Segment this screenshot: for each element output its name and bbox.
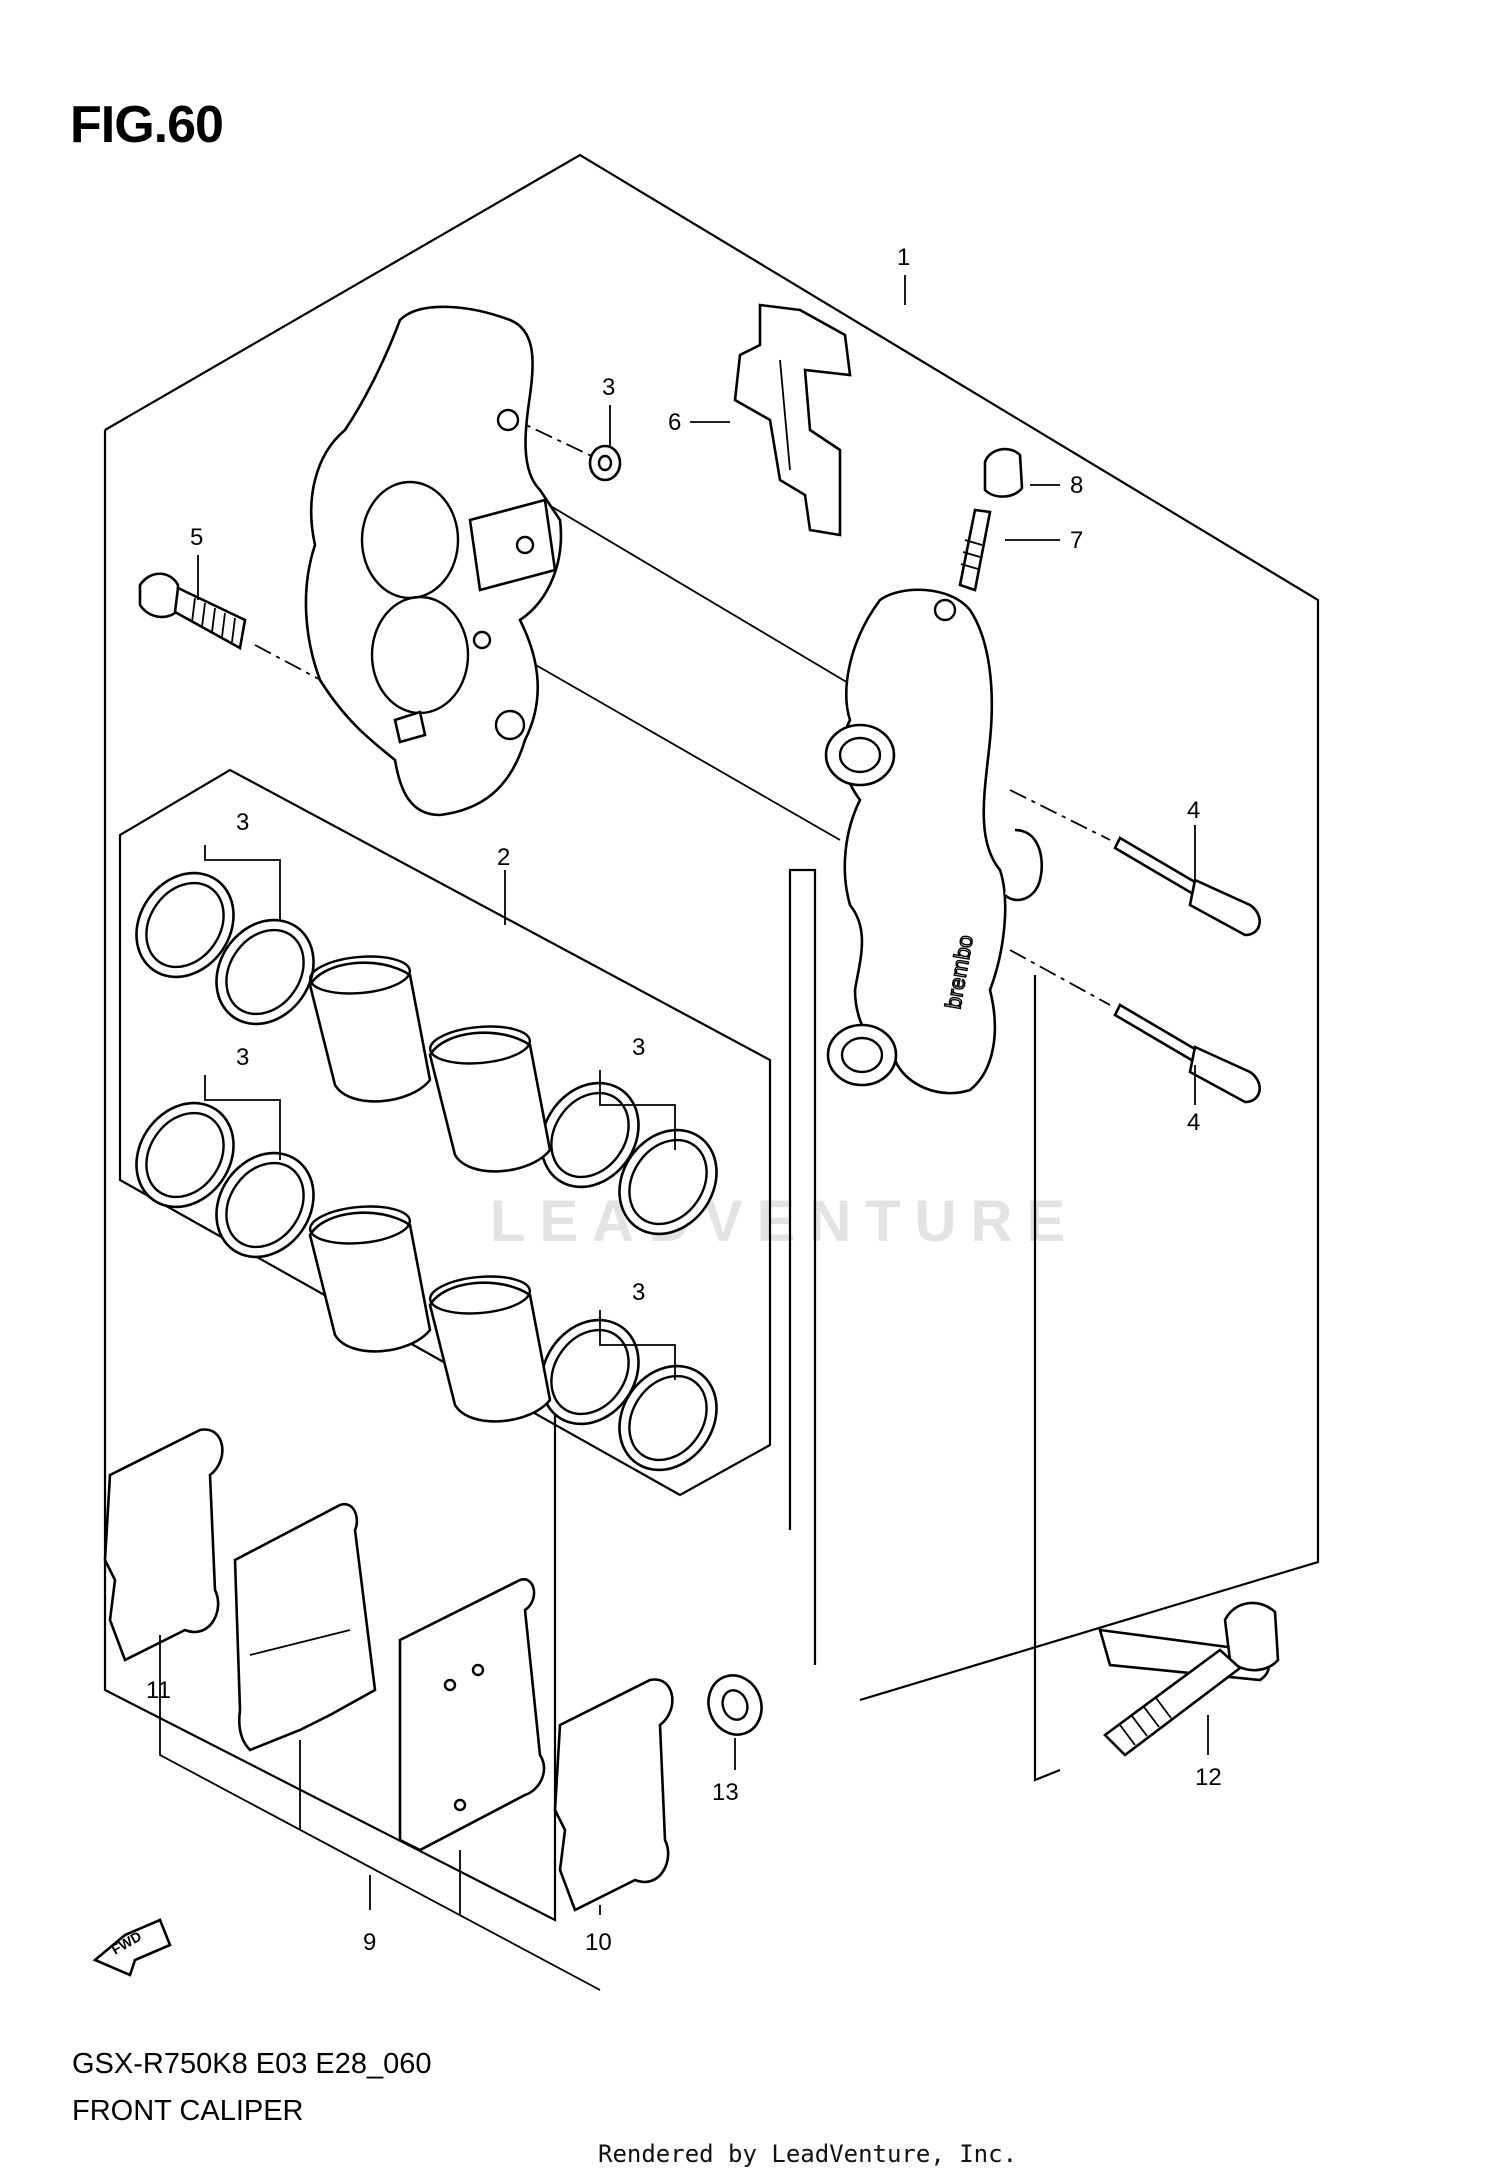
pad-shim-11 (103, 1428, 224, 1662)
part-name: FRONT CALIPER (72, 2095, 304, 2127)
callout-4b: 4 (1187, 1109, 1200, 1136)
render-credit-footer: Rendered by LeadVenture, Inc. (598, 2140, 1018, 2168)
callout-3b: 3 (602, 374, 615, 401)
callout-3a: 3 (236, 809, 249, 836)
caliper-half-right: brembo (824, 588, 1044, 1095)
assembly-boundary-right (104, 153, 1320, 1702)
pad-pin-upper (1113, 836, 1261, 937)
brake-pad-front (233, 1502, 377, 1752)
callout-3e: 3 (632, 1279, 645, 1306)
callout-1: 1 (897, 244, 910, 271)
bleeder-cap (983, 447, 1024, 498)
reference-line-a (788, 868, 817, 1665)
callout-11: 11 (146, 1677, 171, 1704)
callout-10: 10 (585, 1929, 612, 1956)
washer-upper (588, 444, 622, 482)
callout-3c: 3 (632, 1034, 645, 1061)
watermark: LEADVENTURE (490, 1189, 1080, 1254)
model-code: GSX-R750K8 E03 E28_060 (72, 2048, 432, 2080)
callout-9: 9 (363, 1929, 376, 1956)
pad-spring (733, 303, 852, 537)
callout-3d: 3 (236, 1044, 249, 1071)
alignment-line-bolt5 (254, 644, 331, 686)
mounting-bolt-5 (138, 572, 247, 651)
figure-title: FIG.60 (70, 96, 224, 154)
alignment-line-pin-top (1009, 789, 1111, 841)
callout-6: 6 (668, 409, 681, 436)
reference-line-b (1033, 975, 1061, 1782)
bleeder-valve (958, 508, 992, 592)
alignment-line-pin-bottom (1009, 949, 1111, 1006)
forward-direction-arrow: FWD (92, 1918, 172, 1977)
pad-pin-lower (1113, 1003, 1261, 1104)
callout-12: 12 (1195, 1764, 1222, 1791)
piston-seal-subassembly-box (118, 768, 772, 1497)
callout-4a: 4 (1187, 797, 1200, 824)
brake-pad-rear (398, 1578, 546, 1852)
callout-2: 2 (497, 844, 510, 871)
pistons (308, 955, 552, 1423)
callout-13: 13 (712, 1779, 739, 1806)
pad-shim-10 (553, 1678, 674, 1912)
callout-8: 8 (1070, 472, 1083, 499)
caliper-half-left (304, 305, 563, 817)
piston-seals (135, 871, 718, 1472)
spacer-13 (707, 1674, 763, 1736)
caliper-mounting-bolt-12 (1098, 1601, 1280, 1757)
callout-5: 5 (190, 524, 203, 551)
callout-7: 7 (1070, 527, 1083, 554)
